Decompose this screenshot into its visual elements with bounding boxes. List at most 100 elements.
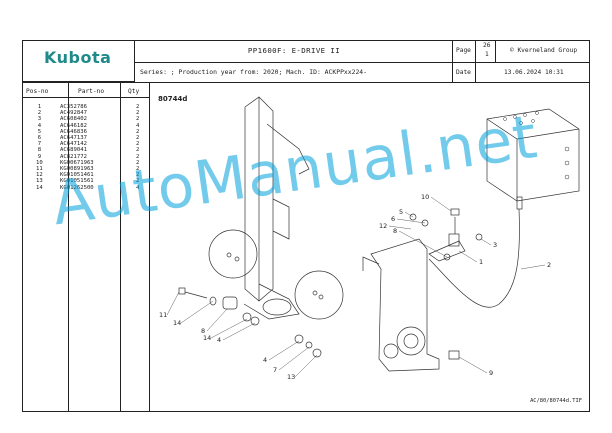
table-cell-pos: 2: [37, 110, 42, 117]
callout-9: 9: [489, 369, 493, 377]
bolt-head: [178, 287, 186, 295]
callout-13: 13: [287, 373, 295, 381]
detail-circle-right: [294, 270, 344, 320]
callout-3: 3: [493, 241, 497, 249]
page-divider: [475, 40, 476, 62]
table-cell-part: KG00891963: [60, 166, 94, 173]
callout-5: 5: [399, 208, 403, 216]
table-cell-pos: 3: [37, 116, 42, 123]
bushing-part: [222, 296, 238, 310]
table-cell-pos: 14: [36, 184, 43, 191]
post-bushing: [262, 298, 292, 316]
detail-circle-left: [208, 229, 258, 279]
table-cell-pos: 6: [37, 135, 42, 142]
col-header-pos: Pos-no: [26, 88, 49, 95]
callout-14a: 14: [173, 319, 181, 327]
table-cell-pos: 9: [37, 153, 42, 160]
table-cell-pos: 1: [37, 104, 42, 110]
col-divider-2: [120, 82, 121, 412]
drawing-reference: AC/80/80744d.TIF: [530, 398, 582, 404]
table-cell-qty: 2: [136, 178, 140, 185]
logo-cell: Kubota: [22, 40, 135, 82]
date-value: 13.06.2024 10:31: [504, 69, 564, 76]
kubota-logo: Kubota: [44, 48, 112, 67]
table-cell-qty: 2: [136, 116, 140, 123]
table-cell-part: AC689041: [60, 147, 87, 154]
date-label: Date: [456, 69, 471, 76]
table-cell-part: AC647142: [60, 141, 87, 148]
table-cell-qty: 2: [136, 128, 140, 135]
table-cell-part: KG01262500: [60, 184, 94, 191]
table-cell-qty: 2: [136, 141, 140, 148]
post-bracket: [266, 123, 310, 175]
callout-4a: 4: [217, 336, 221, 344]
table-cell-part: KG01051461: [60, 172, 94, 179]
exploded-view-drawing: 11 14 8 14 4 4 7 13 10 5 6 12 8 3 1 2 9: [159, 96, 580, 381]
col-header-qty: Qty: [128, 88, 140, 95]
table-cell-qty: 2: [136, 172, 140, 179]
col-header-part: Part-no: [78, 88, 105, 95]
clamp-block: [448, 233, 460, 247]
table-cell-part: AC821772: [60, 153, 87, 160]
table-cell-pos: 12: [36, 172, 43, 179]
table-header-line: [22, 97, 149, 98]
figure-id: 80744d: [158, 95, 188, 103]
table-cell-pos: 7: [37, 141, 42, 148]
table-cell-pos: 13: [36, 178, 43, 185]
table-cell-pos: 4: [37, 122, 42, 129]
table-cell-qty: 2: [136, 166, 140, 173]
table-cell-part: KG01051561: [60, 178, 94, 185]
callout-2: 2: [547, 261, 551, 269]
table-cell-qty: 2: [136, 153, 140, 160]
table-cell-qty: 2: [136, 135, 140, 142]
table-cell-part: AC492847: [60, 110, 87, 117]
page-number: 26: [483, 42, 491, 49]
callout-1: 1: [479, 258, 483, 266]
table-cell-part: AC646836: [60, 128, 87, 135]
header-bottom-line: [22, 82, 590, 83]
table-divider: [149, 82, 150, 412]
table-cell-qty: 2: [136, 110, 140, 117]
cable-connector: [516, 196, 523, 210]
callout-6: 6: [391, 215, 395, 223]
post-foot: [243, 283, 300, 320]
copyright: © Kverneland Group: [510, 47, 578, 54]
page-sub: 1: [485, 51, 489, 58]
table-cell-qty: 4: [136, 122, 140, 129]
pin-bolt: [448, 350, 460, 360]
table-cell-part: AC647137: [60, 135, 87, 142]
callout-7: 7: [273, 366, 277, 374]
clamp-plate: [428, 240, 466, 262]
date-divider: [475, 62, 476, 82]
table-cell-pos: 11: [36, 166, 43, 173]
drawing-frame: [22, 40, 590, 412]
header-divider: [135, 62, 590, 63]
callout-10: 10: [421, 193, 429, 201]
control-box: [486, 108, 580, 202]
callout-11: 11: [159, 311, 167, 319]
table-cell-qty: 2: [136, 104, 140, 110]
col-divider-1: [68, 82, 69, 412]
post-plate: [272, 198, 290, 240]
table-cell-part: AC646182: [60, 122, 87, 129]
page-title: PP1600F: E-DRIVE II: [247, 46, 341, 55]
callout-8b: 8: [393, 227, 397, 235]
series-info: Series: ; Production year from: 2020; Ma…: [140, 68, 368, 76]
callout-8a: 8: [201, 327, 205, 335]
table-cell-part: AC352786: [60, 104, 87, 110]
mounting-bracket: [370, 238, 440, 372]
page-label: Page: [456, 47, 471, 54]
washer-1: [209, 296, 217, 306]
table-cell-qty: 2: [136, 147, 140, 154]
callout-4b: 4: [263, 356, 267, 364]
table-cell-part: AC608402: [60, 116, 87, 123]
table-cell-qty: 2: [136, 159, 140, 166]
meta-divider: [452, 40, 453, 82]
table-cell-part: KG00671963: [60, 159, 94, 166]
callout-12: 12: [379, 222, 387, 230]
callout-14b: 14: [203, 334, 211, 342]
table-cell-pos: 10: [36, 159, 43, 166]
